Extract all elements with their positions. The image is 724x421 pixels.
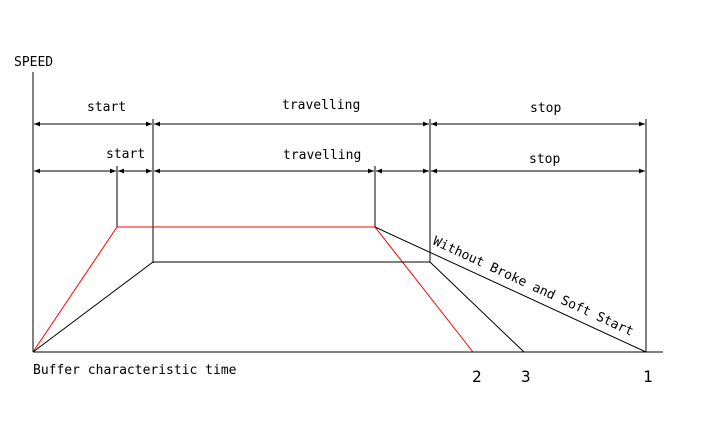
profile-soft-start [32, 226, 474, 353]
label-travelling-1: travelling [282, 98, 360, 113]
x-axis-label: Buffer characteristic time [33, 363, 237, 378]
curve-end-label-3: 3 [521, 367, 531, 386]
label-start-2: start [106, 147, 145, 162]
curve-end-label-2: 2 [472, 367, 482, 386]
y-axis-label: SPEED [14, 55, 53, 70]
label-start-1: start [87, 100, 126, 115]
label-travelling-2: travelling [283, 148, 361, 163]
profile-1-without-brake [374, 226, 647, 353]
profile-3 [32, 261, 525, 353]
curve-end-label-1: 1 [643, 367, 653, 386]
label-stop-2: stop [529, 152, 560, 167]
curve-1-label: Without Broke and Soft Start [430, 234, 635, 340]
label-stop-1: stop [530, 101, 561, 116]
